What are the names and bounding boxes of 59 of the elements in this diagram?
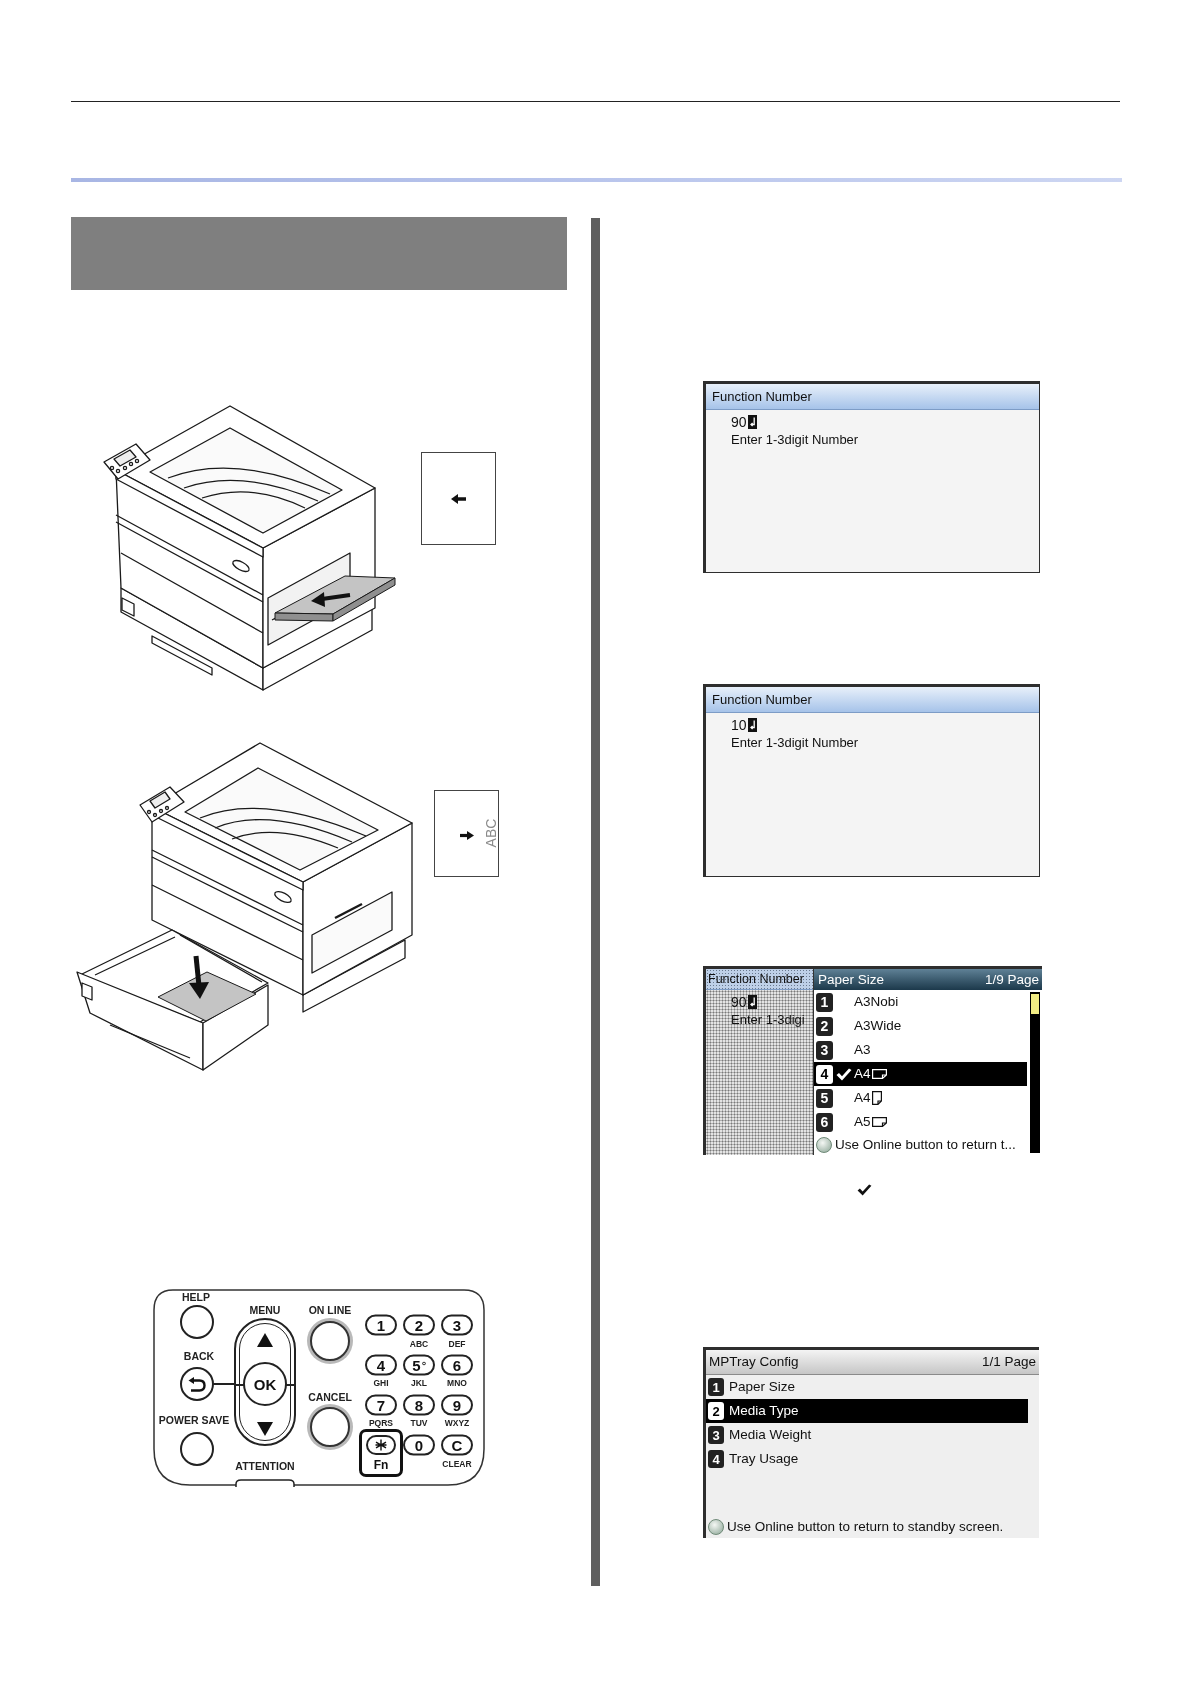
menu-panel	[813, 969, 1042, 1155]
item-number: 4	[708, 1450, 724, 1468]
menu-item-label: A4	[854, 1067, 871, 1081]
button-label: CANCEL	[308, 1391, 352, 1403]
hint-text: Use Online button to return to standby screen.	[727, 1520, 1004, 1534]
item-number: 5	[816, 1088, 833, 1108]
prompt-text: Enter 1-3digit Number	[731, 734, 859, 752]
screen-title: MPTray Config	[709, 1355, 799, 1369]
prompt-text: Enter 1-3digit Number	[731, 431, 859, 449]
menu-item-label: A3Wide	[854, 1019, 902, 1033]
menu-item-label: Media Weight	[729, 1428, 812, 1442]
key-letters: CLEAR	[442, 1459, 472, 1469]
entry-value: 90	[731, 995, 747, 1009]
screen-title: Function Number	[708, 972, 804, 986]
key-letters: WXYZ	[444, 1418, 470, 1428]
key-letters: DEF	[448, 1339, 466, 1349]
item-number: 4	[816, 1064, 833, 1084]
button-label: BACK	[183, 1350, 215, 1362]
button-label: ON LINE	[308, 1304, 352, 1316]
menu-item-label: A5	[854, 1115, 871, 1129]
menu-item-label: A3	[854, 1043, 871, 1057]
page-indicator: 1/1 Page	[981, 1355, 1036, 1369]
entry-value: 10	[731, 718, 747, 732]
lcd-screen	[703, 1347, 1039, 1538]
screen-title: Function Number	[712, 390, 812, 403]
menu-item-label: Paper Size	[729, 1380, 796, 1394]
item-number: 1	[816, 992, 833, 1012]
screen-title: Function Number	[712, 693, 812, 706]
hint-text: Use Online button to return t...	[835, 1137, 1016, 1152]
key-letters: ABC	[409, 1339, 429, 1349]
item-number: 1	[708, 1378, 724, 1396]
button-label: POWER SAVE	[158, 1414, 230, 1426]
item-number: 3	[708, 1426, 724, 1444]
menu-item-label: Tray Usage	[729, 1452, 799, 1466]
paper-text: ABC	[484, 818, 498, 848]
key-letters: GHI	[373, 1378, 389, 1388]
key-letters: TUV	[410, 1418, 428, 1428]
menu-item-label: Media Type	[729, 1404, 799, 1418]
heading-bar	[71, 217, 567, 290]
lcd-screen	[703, 684, 1040, 877]
lcd-screen	[703, 966, 1042, 1155]
item-number: 3	[816, 1040, 833, 1060]
screen-title: Paper Size	[818, 972, 885, 987]
entry-value: 90	[731, 415, 747, 429]
button-label: ATTENTION	[235, 1460, 295, 1472]
item-number: 2	[708, 1402, 724, 1420]
lcd-screen	[703, 381, 1040, 573]
item-number: 6	[816, 1112, 833, 1132]
menu-item-label: A4	[854, 1091, 871, 1105]
page-indicator: 1/9 Page	[984, 972, 1039, 987]
button-label: MENU	[249, 1304, 281, 1316]
menu-item-label: A3Nobi	[854, 995, 899, 1009]
key-letters: PQRS	[368, 1418, 394, 1428]
key-label: Fn	[373, 1459, 389, 1471]
prompt-text: Enter 1-3digi	[731, 1011, 805, 1029]
key-letters: JKL	[410, 1378, 428, 1388]
key-letters: MNO	[447, 1378, 467, 1388]
item-number: 2	[816, 1016, 833, 1036]
button-label: HELP	[182, 1291, 210, 1303]
